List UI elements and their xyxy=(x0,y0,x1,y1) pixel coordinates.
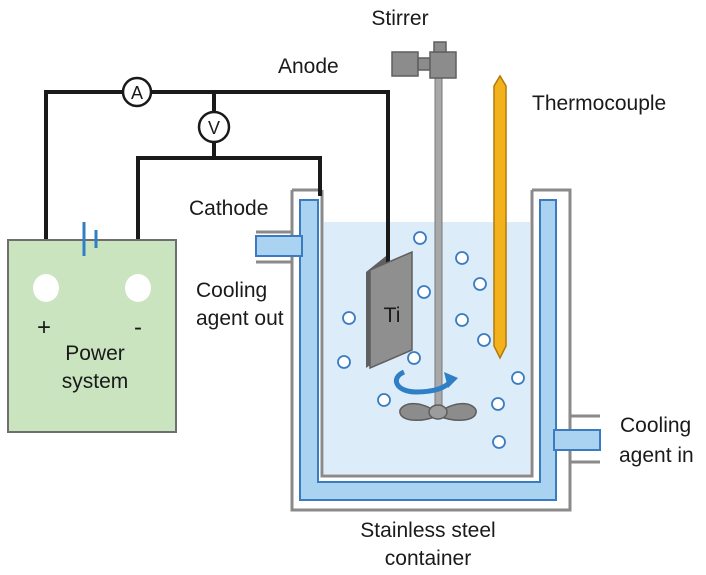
ti-label: Ti xyxy=(384,304,401,327)
positive-terminal xyxy=(33,274,59,302)
bubble xyxy=(417,285,431,299)
thermocouple-label: Thermocouple xyxy=(532,92,666,115)
voltmeter-label: V xyxy=(208,118,220,138)
plus-sign: + xyxy=(37,314,51,341)
minus-sign: - xyxy=(134,314,142,341)
bubble xyxy=(511,371,525,385)
power-system-box xyxy=(7,239,177,433)
cathode-wire xyxy=(136,156,322,288)
bubble xyxy=(407,351,421,365)
voltmeter xyxy=(197,110,231,144)
rotation-arrowhead xyxy=(444,372,458,388)
bubble xyxy=(492,435,506,449)
cooling-jacket xyxy=(299,199,557,501)
ammeter xyxy=(121,76,153,108)
cooling-in-label-line1: Cooling xyxy=(620,414,691,437)
bubble xyxy=(377,393,391,407)
gas-bubbles xyxy=(337,231,525,449)
container-outer-wall xyxy=(290,188,572,512)
bubble xyxy=(413,231,427,245)
container-label-line2: container xyxy=(385,547,471,570)
power-system-label-line1: Power xyxy=(65,342,125,365)
cooling-out-label-line1: Cooling xyxy=(196,279,267,302)
cooling-out-pipe xyxy=(255,235,303,257)
ti-plate xyxy=(369,250,413,370)
ammeter-label: A xyxy=(131,83,143,103)
stirrer-hub xyxy=(428,404,448,420)
rotation-arrow xyxy=(393,369,454,395)
container-label-line1: Stainless steel xyxy=(360,519,495,542)
bubble xyxy=(342,311,356,325)
bubble xyxy=(491,397,505,411)
bubble xyxy=(477,333,491,347)
stirrer-motor-left xyxy=(391,51,419,77)
bubble xyxy=(473,277,487,291)
cathode-label: Cathode xyxy=(189,197,268,220)
negative-terminal xyxy=(125,274,151,302)
cooling-in-pipe xyxy=(553,429,601,451)
bubble xyxy=(455,251,469,265)
battery-symbol xyxy=(82,222,98,256)
anode-wire xyxy=(44,90,390,288)
thermocouple xyxy=(493,74,507,360)
bubble xyxy=(455,313,469,327)
anode-label: Anode xyxy=(278,55,339,78)
bubble xyxy=(337,355,351,369)
cooling-in-label-line2: agent in xyxy=(619,444,694,467)
cooling-out-pipe-housing xyxy=(256,230,292,264)
container-inner-wall xyxy=(320,190,534,478)
cooling-in-pipe-housing xyxy=(570,414,600,464)
stirrer-shaft xyxy=(434,55,443,415)
cooling-out-label-line2: agent out xyxy=(196,307,284,330)
power-system-label-line2: system xyxy=(62,370,129,393)
stirrer-motor-right xyxy=(429,51,457,79)
stirrer-motor-cap xyxy=(433,41,447,53)
stirrer-label: Stirrer xyxy=(371,7,428,30)
